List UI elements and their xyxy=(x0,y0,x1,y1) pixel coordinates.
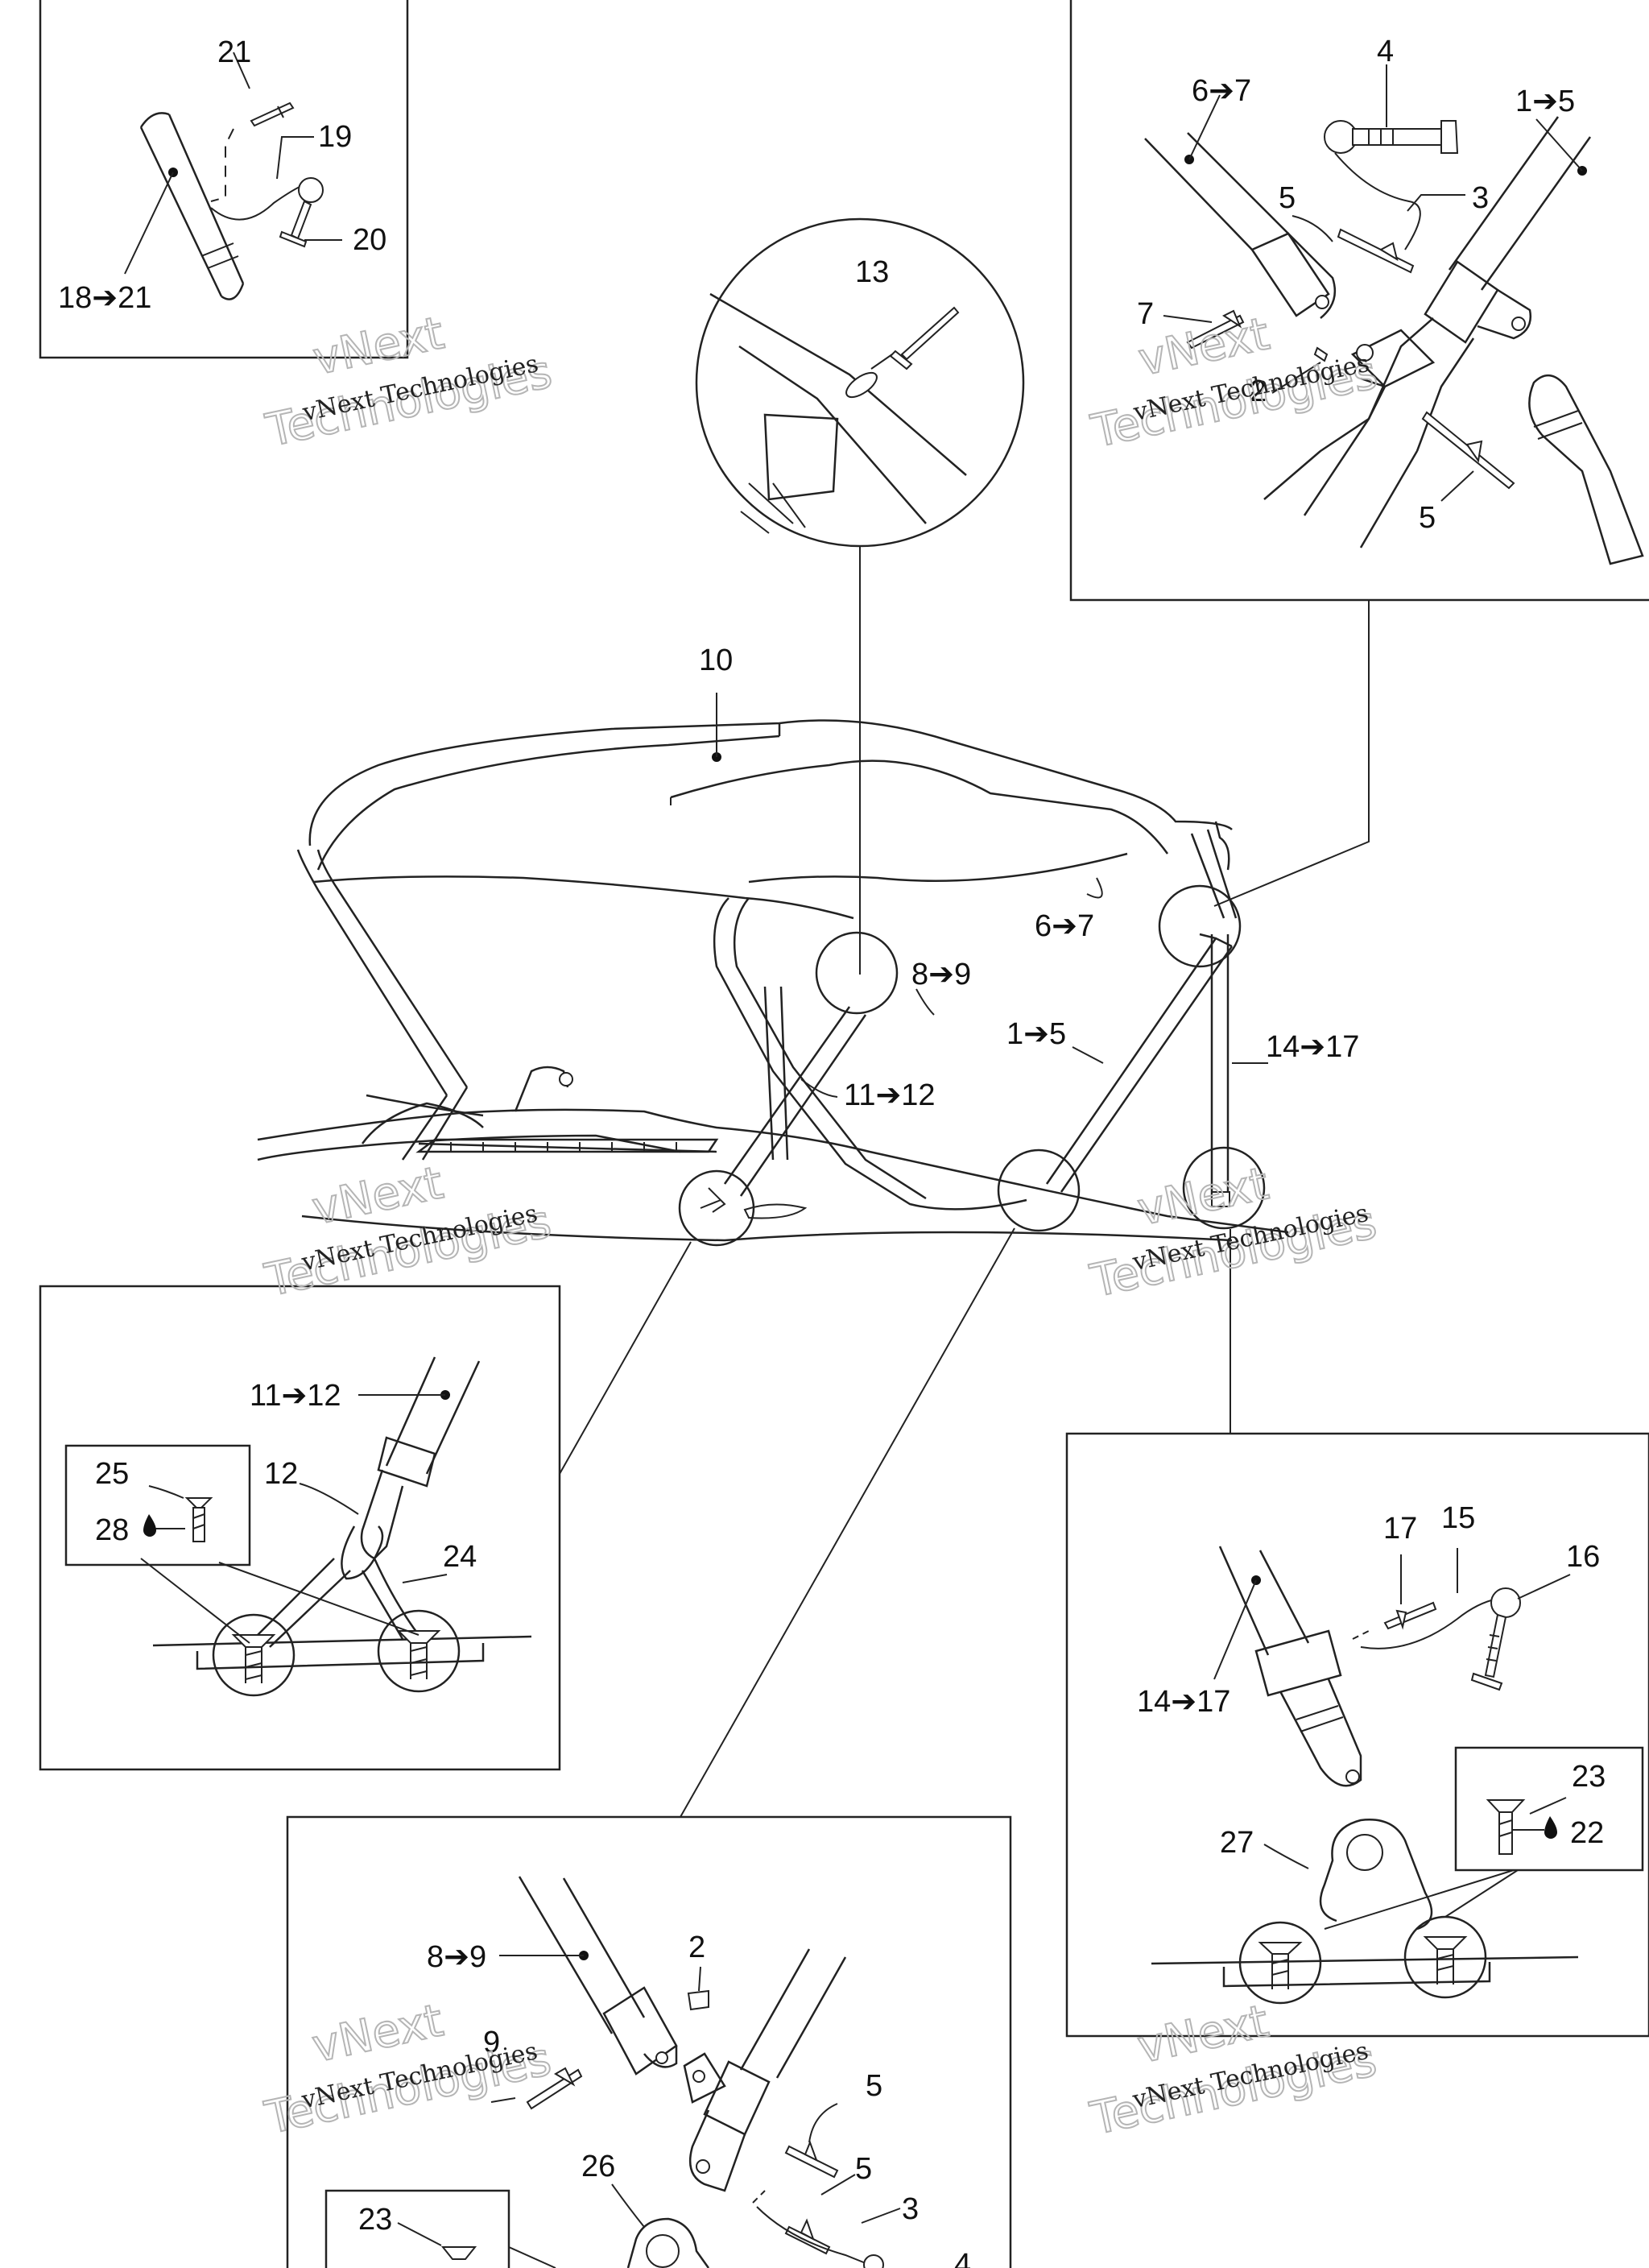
label-5-d: 5 xyxy=(855,2152,872,2186)
label-23-bottom: 23 xyxy=(358,2203,392,2237)
label-12: 12 xyxy=(264,1457,298,1491)
label-27: 27 xyxy=(1220,1826,1254,1860)
watermark-6: vNext Technologies vNext Technologies xyxy=(1085,1994,1382,2146)
label-5-c: 5 xyxy=(866,2069,882,2103)
label-1-5-main: 1➔5 xyxy=(1006,1017,1066,1051)
liquid-drop-icon xyxy=(1544,1816,1557,1839)
label-16: 16 xyxy=(1566,1540,1600,1574)
watermark-3: vNext Technologies vNext Technologies xyxy=(260,1156,556,1308)
inset-right-middle: 17 15 16 14➔17 23 22 27 xyxy=(1065,1432,1649,2038)
label-21: 21 xyxy=(217,35,251,69)
inset-top-left: 21 19 20 18➔21 xyxy=(39,0,409,359)
label-6-7-main: 6➔7 xyxy=(1035,909,1094,943)
watermark-1: vNext Technologies vNext Technologies xyxy=(261,306,557,458)
label-20: 20 xyxy=(353,223,386,257)
label-2-a: 2 xyxy=(1250,375,1267,408)
label-28: 28 xyxy=(95,1513,129,1547)
label-8-9-box: 8➔9 xyxy=(427,1940,486,1974)
label-11-12-main: 11➔12 xyxy=(844,1078,936,1112)
label-18-21: 18➔21 xyxy=(58,281,151,315)
label-23-right: 23 xyxy=(1572,1760,1606,1794)
label-8-9-main: 8➔9 xyxy=(911,958,971,991)
label-13: 13 xyxy=(855,255,889,289)
label-26: 26 xyxy=(581,2150,615,2183)
label-4-bottom: 4 xyxy=(954,2248,971,2268)
bimini-main-assembly: 10 6➔7 8➔9 1➔5 14➔17 11➔12 xyxy=(257,644,1359,1818)
inset-top-right: 4 6➔7 1➔5 5 3 7 2 5 xyxy=(1069,0,1649,907)
detail-circle-13: 13 xyxy=(695,217,1025,975)
label-3-a: 3 xyxy=(1472,181,1489,215)
label-6-7-top: 6➔7 xyxy=(1192,74,1251,108)
label-11-12-box: 11➔12 xyxy=(250,1379,341,1413)
inset-bottom: 8➔9 2 9 5 5 26 3 23 4 xyxy=(286,1815,1012,2268)
label-10: 10 xyxy=(699,644,733,677)
label-19: 19 xyxy=(318,120,352,154)
label-7: 7 xyxy=(1137,297,1154,331)
label-24: 24 xyxy=(443,1540,477,1574)
inset-left-middle: 11➔12 25 12 28 24 xyxy=(39,1285,561,1771)
label-5-b: 5 xyxy=(1419,501,1436,535)
label-2-b: 2 xyxy=(688,1931,705,1964)
label-9: 9 xyxy=(483,2026,500,2059)
label-14-17-box: 14➔17 xyxy=(1137,1685,1230,1719)
label-1-5-top: 1➔5 xyxy=(1515,85,1575,118)
label-15: 15 xyxy=(1441,1501,1475,1535)
label-4: 4 xyxy=(1377,35,1394,68)
label-14-17-main: 14➔17 xyxy=(1266,1030,1359,1064)
watermark-5: vNext Technologies vNext Technologies xyxy=(260,1993,556,2146)
liquid-drop-icon xyxy=(143,1514,156,1537)
label-3-b: 3 xyxy=(902,2192,919,2226)
label-22-right: 22 xyxy=(1570,1816,1604,1850)
label-17: 17 xyxy=(1383,1512,1417,1546)
label-25: 25 xyxy=(95,1457,129,1491)
label-5-a: 5 xyxy=(1279,181,1296,215)
